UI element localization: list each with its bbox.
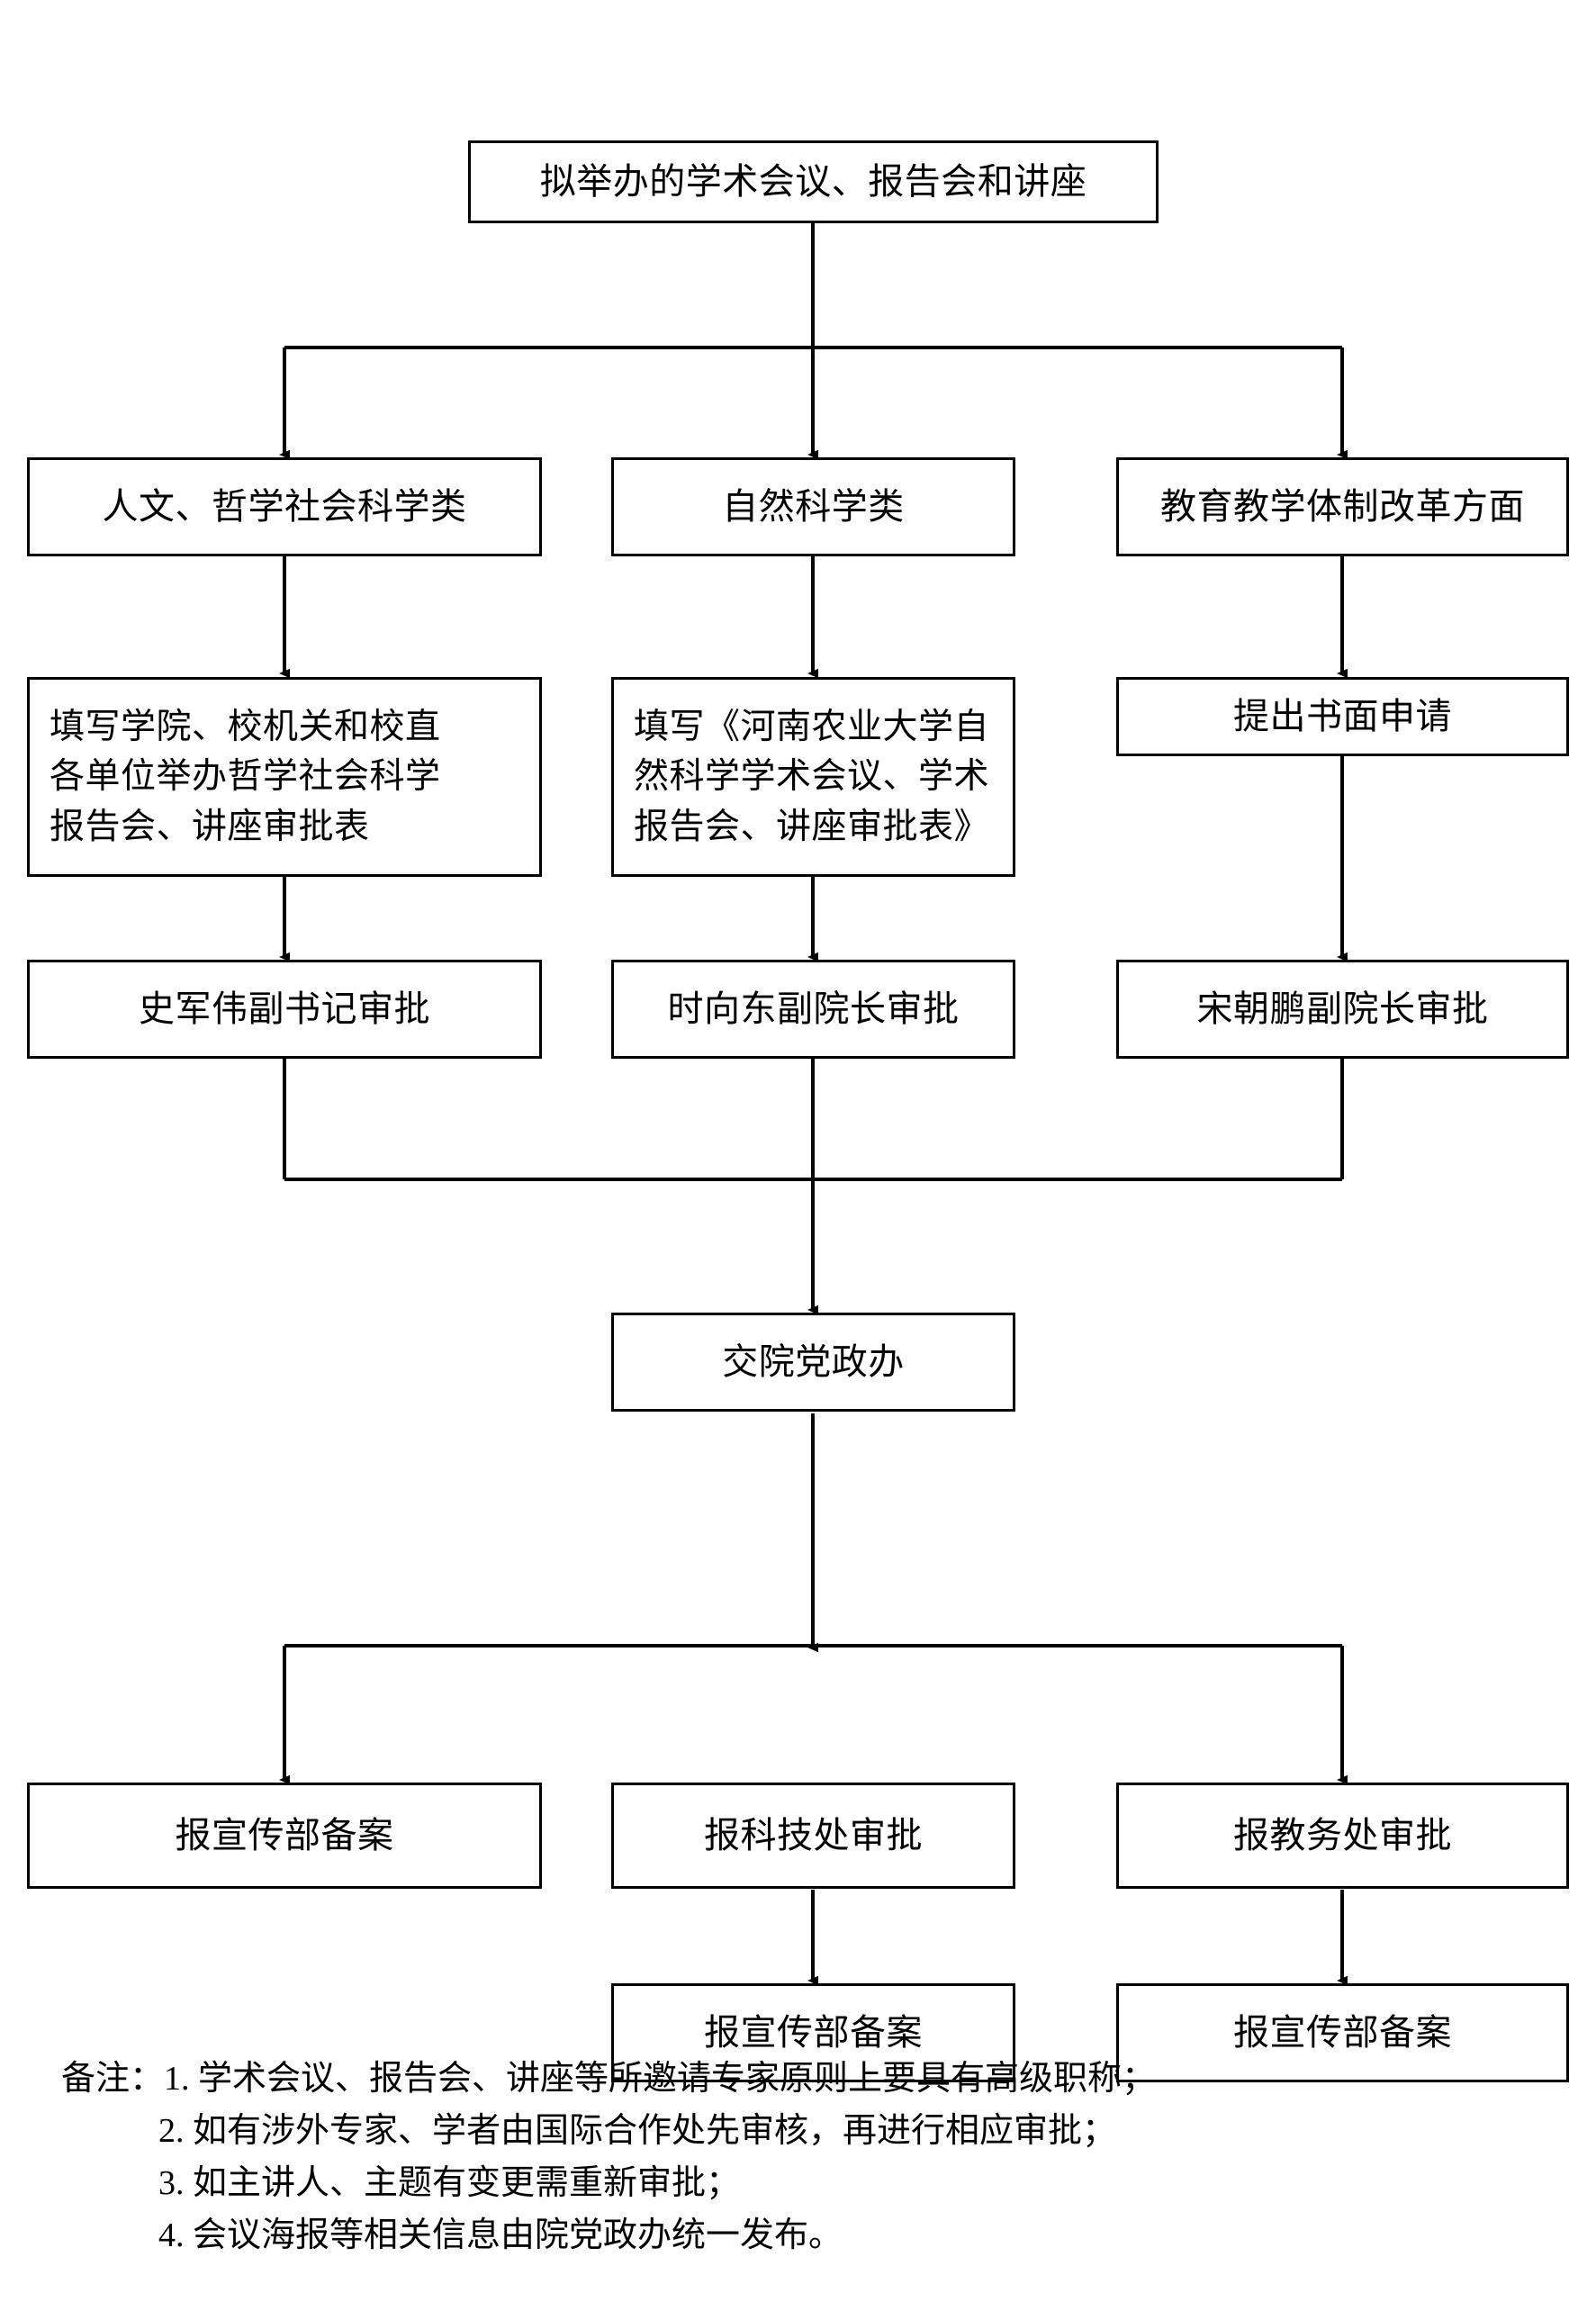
note-item-3: 3. 如主讲人、主题有变更需重新审批； — [158, 2164, 741, 2202]
node-dispatch-propaganda[interactable]: 报宣传部备案 — [27, 1783, 542, 1889]
node-approval-secretary[interactable]: 史军伟副书记审批 — [27, 960, 542, 1059]
node-dispatch-academic-affairs[interactable]: 报教务处审批 — [1116, 1783, 1569, 1889]
node-approval-vice-dean-song[interactable]: 宋朝鹏副院长审批 — [1116, 960, 1569, 1059]
node-party-admin-office[interactable]: 交院党政办 — [611, 1313, 1015, 1412]
node-category-humanities[interactable]: 人文、哲学社会科学类 — [27, 457, 542, 556]
note-item-1: 备注：1. 学术会议、报告会、讲座等所邀请专家原则上要具有高级职称； — [61, 2060, 1157, 2098]
node-form-written-application[interactable]: 提出书面申请 — [1116, 677, 1569, 756]
note-item-2: 2. 如有涉外专家、学者由国际合作处先审核，再进行相应审批； — [158, 2112, 1117, 2150]
node-final-propaganda-right[interactable]: 报宣传部备案 — [1116, 1983, 1569, 2082]
note-item-4: 4. 会议海报等相关信息由院党政办统一发布。 — [158, 2216, 843, 2254]
node-category-natural-science[interactable]: 自然科学类 — [611, 457, 1015, 556]
node-title[interactable]: 拟举办的学术会议、报告会和讲座 — [468, 140, 1159, 223]
node-form-natural-science[interactable]: 填写《河南农业大学自 然科学学术会议、学术 报告会、讲座审批表》 — [611, 677, 1015, 877]
node-form-humanities[interactable]: 填写学院、校机关和校直 各单位举办哲学社会科学 报告会、讲座审批表 — [27, 677, 542, 877]
node-category-education-reform[interactable]: 教育教学体制改革方面 — [1116, 457, 1569, 556]
node-dispatch-science-tech[interactable]: 报科技处审批 — [611, 1783, 1015, 1889]
node-final-propaganda-mid[interactable]: 报宣传部备案 — [611, 1983, 1015, 2082]
node-approval-vice-dean-shi[interactable]: 时向东副院长审批 — [611, 960, 1015, 1059]
notes-block: 备注：1. 学术会议、报告会、讲座等所邀请专家原则上要具有高级职称； 2. 如有… — [61, 2062, 1546, 2270]
